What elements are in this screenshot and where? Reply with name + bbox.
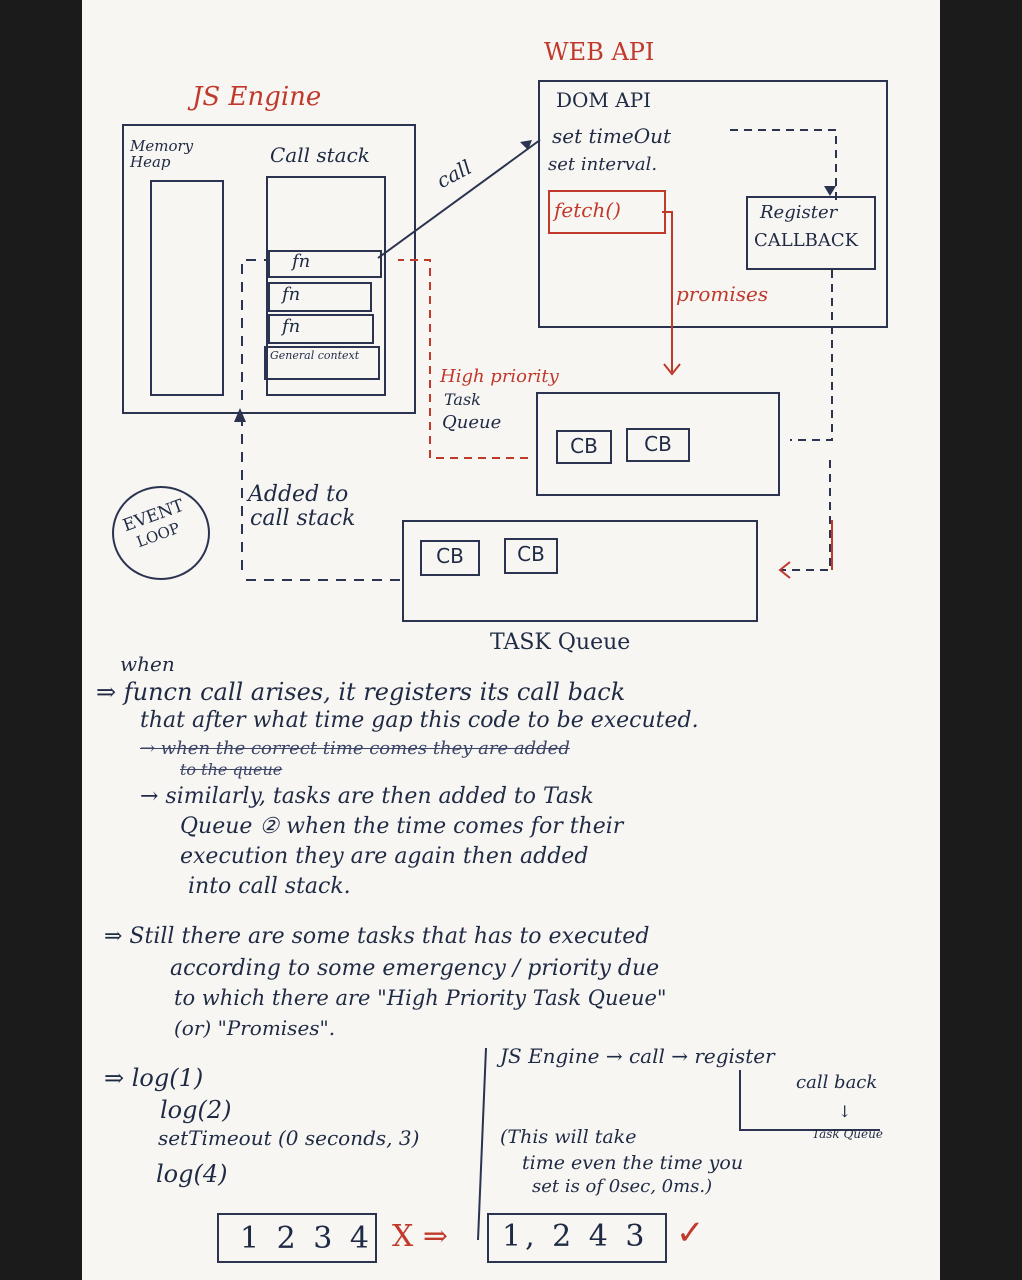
general-context-label: General context bbox=[270, 349, 360, 362]
register-callback-box bbox=[746, 196, 876, 270]
stack-frame bbox=[264, 346, 380, 380]
note-line: into call stack. bbox=[188, 874, 351, 899]
high-queue-to-stack bbox=[398, 259, 528, 459]
call-arrow bbox=[377, 139, 541, 259]
flow-text: JS Engine → call → register bbox=[500, 1044, 775, 1068]
callback-label: CALLBACK bbox=[754, 230, 859, 251]
web-api-box bbox=[538, 80, 888, 328]
web-api-title: WEB API bbox=[544, 38, 655, 66]
set-timeout-label: set timeOut bbox=[552, 124, 672, 148]
right-answer-box bbox=[487, 1213, 667, 1263]
note-line: Queue ② when the time comes for their bbox=[180, 814, 624, 839]
struck-line: → when the correct time comes they are a… bbox=[140, 738, 570, 759]
call-stack-label: Call stack bbox=[270, 143, 370, 167]
wrong-answer: 1 2 3 4 bbox=[240, 1221, 373, 1256]
fetch-to-queue bbox=[662, 211, 673, 372]
task-queue-box bbox=[402, 520, 758, 622]
high-priority-queue-box bbox=[536, 392, 780, 496]
stack-frame-label: fn bbox=[282, 316, 301, 337]
note-line: ⇒ Still there are some tasks that has to… bbox=[104, 924, 650, 949]
wrong-mark: X ⇒ bbox=[392, 1219, 449, 1254]
note-line: that after what time gap this code to be… bbox=[140, 708, 699, 733]
note-line: ⇒ funcn call arises, it registers its ca… bbox=[96, 678, 626, 706]
register-to-high-queue bbox=[790, 270, 833, 441]
struck-line: to the queue bbox=[180, 760, 283, 779]
memory-heap-label: Memory Heap bbox=[130, 137, 194, 171]
task-queue-label: TASK Queue bbox=[490, 630, 631, 655]
note-line: execution they are again then added bbox=[180, 844, 589, 869]
note-line: according to some emergency / priority d… bbox=[170, 956, 660, 981]
code-line: ⇒ log(1) bbox=[104, 1064, 204, 1092]
flow-line bbox=[739, 1070, 880, 1131]
code-line: log(2) bbox=[160, 1096, 232, 1124]
set-interval-label: set interval. bbox=[548, 154, 658, 175]
flow-text: ↓ bbox=[838, 1102, 852, 1121]
note-line: (or) "Promises". bbox=[174, 1016, 336, 1040]
notebook-page bbox=[82, 0, 940, 1280]
comment-line: (This will take bbox=[500, 1126, 637, 1148]
fetch-label: fetch() bbox=[554, 198, 621, 222]
flow-text: call back bbox=[796, 1072, 878, 1093]
memory-heap-box bbox=[150, 180, 224, 396]
flow-text: Task Queue bbox=[812, 1127, 883, 1141]
callback-item: CB bbox=[504, 538, 558, 574]
callback-item: CB bbox=[556, 430, 612, 464]
added-to-label: Added to bbox=[248, 482, 349, 507]
promises-label: promises bbox=[676, 282, 769, 306]
timeout-dashed-arrow bbox=[730, 129, 837, 200]
high-priority-queue-label: Queue bbox=[442, 412, 502, 433]
register-label: Register bbox=[760, 202, 838, 223]
callback-item: CB bbox=[626, 428, 690, 462]
when-note: when bbox=[120, 652, 175, 676]
note-line: → similarly, tasks are then added to Tas… bbox=[140, 784, 594, 809]
right-answer: 1, 2 4 3 bbox=[502, 1219, 649, 1254]
check-mark: ✓ bbox=[676, 1213, 705, 1253]
comment-line: time even the time you bbox=[522, 1152, 744, 1174]
code-brace bbox=[477, 1047, 487, 1241]
high-priority-label: High priority bbox=[440, 366, 559, 387]
stack-frame-label: fn bbox=[292, 251, 311, 272]
code-line: log(4) bbox=[156, 1160, 228, 1188]
dom-api-label: DOM API bbox=[556, 88, 652, 112]
loop-to-stack bbox=[241, 259, 268, 400]
stack-frame bbox=[268, 314, 374, 344]
stack-frame bbox=[268, 250, 382, 278]
code-line: setTimeout (0 seconds, 3) bbox=[158, 1126, 420, 1150]
js-engine-title: JS Engine bbox=[192, 82, 322, 112]
call-stack-box bbox=[266, 176, 386, 396]
high-priority-task-label: Task bbox=[444, 390, 481, 409]
event-loop-circle bbox=[112, 486, 210, 580]
call-stack-note: call stack bbox=[250, 506, 356, 531]
register-to-task-queue bbox=[780, 460, 831, 571]
stack-frame-label: fn bbox=[282, 284, 301, 305]
js-engine-box bbox=[122, 124, 416, 414]
wrong-answer-box bbox=[217, 1213, 377, 1263]
callback-item: CB bbox=[420, 540, 480, 576]
comment-line: set is of 0sec, 0ms.) bbox=[532, 1176, 713, 1197]
note-line: to which there are "High Priority Task Q… bbox=[174, 986, 667, 1010]
stack-frame bbox=[268, 282, 372, 312]
